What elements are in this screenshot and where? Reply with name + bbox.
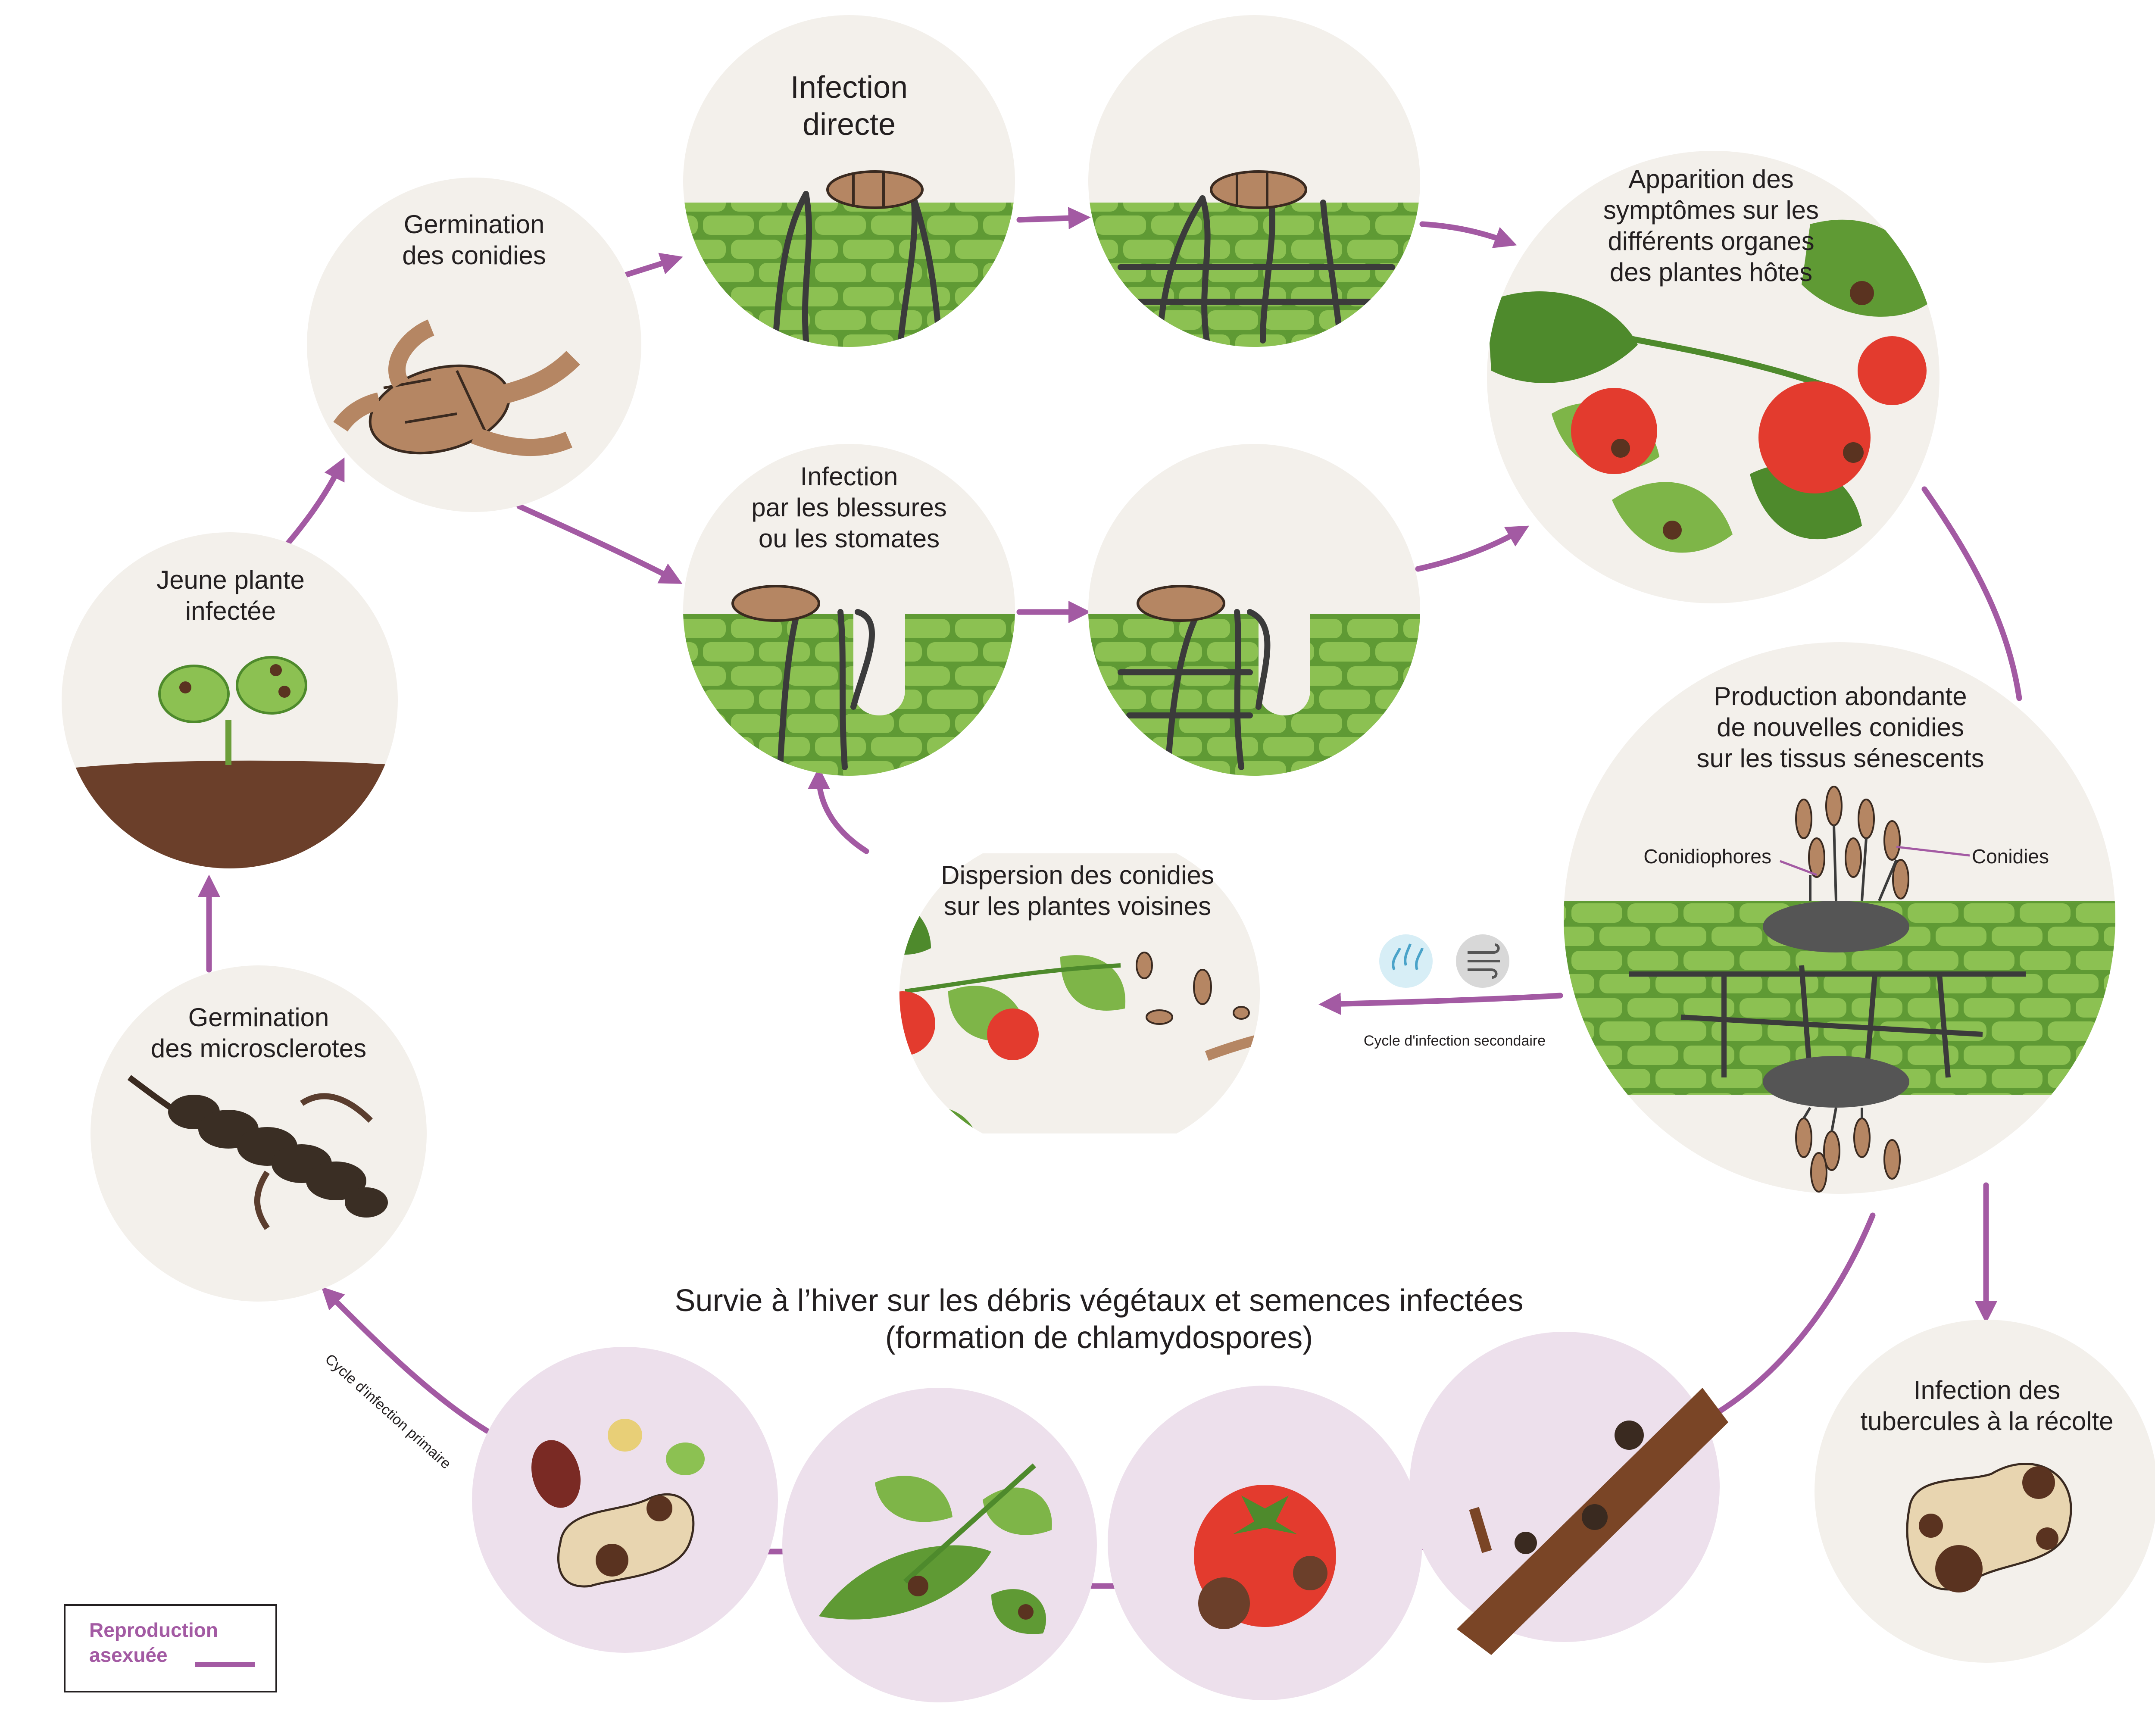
label-jeune-plante: Jeune plante infectée <box>156 565 305 625</box>
circle-infection-directe-1 <box>683 15 1015 347</box>
label-germination-microsclerotes: Germination des microsclerotes <box>150 1003 367 1063</box>
circle-infection-directe-2 <box>1088 15 1420 347</box>
circle-infection-blessures-1 <box>683 444 1015 776</box>
label-infection-blessures: Infection par les blessures ou les stoma… <box>751 462 947 553</box>
label-survie-hiver: Survie à l’hiver sur les débris végétaux… <box>675 1283 1524 1355</box>
circle-stem-debris <box>1409 1332 1728 1655</box>
conidium-germinating-illustration <box>333 319 580 456</box>
label-dispersion: Dispersion des conidies sur les plantes … <box>941 861 1214 921</box>
circle-production-conidies <box>1564 642 2115 1194</box>
legend-arrow-line <box>195 1662 255 1667</box>
legend: Reproduction asexuée <box>64 1604 277 1692</box>
circle-leaf-debris <box>782 1388 1097 1702</box>
circle-infection-blessures-2 <box>1088 444 1420 776</box>
label-conidies: Conidies <box>1972 845 2049 868</box>
microsclerote-illustration <box>127 1075 388 1230</box>
label-cycle-secondaire: Cycle d'infection secondaire <box>1363 1033 1546 1049</box>
circle-tomato-debris <box>1108 1386 1422 1700</box>
circle-germination-microsclerotes <box>91 965 427 1302</box>
label-germination-conidies: Germination des conidies <box>402 210 546 270</box>
legend-label: Reproduction asexuée <box>89 1619 218 1666</box>
circle-infection-tubercules <box>1815 1320 2155 1663</box>
label-infection-directe: Infection directe <box>790 70 908 142</box>
water-drop-icon <box>1379 934 1433 988</box>
label-apparition-symptomes: Apparition des symptômes sur les différe… <box>1603 165 1819 287</box>
label-conidiophores: Conidiophores <box>1643 845 1771 868</box>
circle-germination-conidies <box>307 178 641 512</box>
potato-tuber-illustration <box>1906 1463 2072 1592</box>
label-infection-tubercules: Infection des tubercules à la récolte <box>1860 1376 2114 1436</box>
wind-icon <box>1456 934 1509 988</box>
label-production-conidies: Production abondante de nouvelles conidi… <box>1696 682 1984 773</box>
circle-seeds-debris <box>472 1347 778 1653</box>
